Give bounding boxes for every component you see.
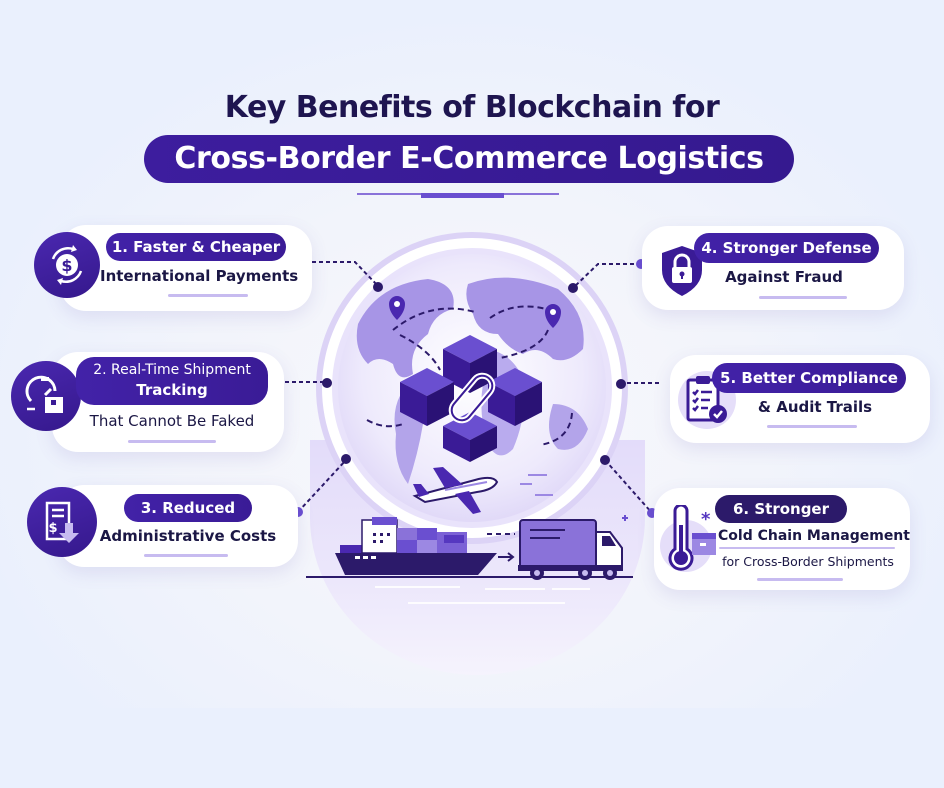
benefit-6-subtitle-2: for Cross-Border Shipments (722, 554, 894, 569)
title-line-1: Key Benefits of Blockchain for (0, 90, 944, 125)
title-banner: Cross-Border E-Commerce Logistics (144, 135, 794, 183)
benefit-1-badge: 1. Faster & Cheaper (106, 233, 286, 261)
benefit-2-subtitle: That Cannot Be Faked (89, 412, 255, 430)
svg-text:$: $ (61, 256, 72, 275)
stopwatch-box-icon (11, 361, 81, 431)
benefit-3-subtitle: Administrative Costs (99, 527, 277, 545)
shield-lock-icon (660, 244, 704, 298)
thermometer-icon: * (665, 503, 719, 571)
svg-text:$: $ (48, 521, 57, 536)
title-underline-accent (421, 193, 504, 198)
benefit-1-subtitle: International Payments (100, 267, 299, 285)
title-prefix: Key Benefits of (224, 90, 485, 125)
airplane-icon (412, 467, 499, 514)
invoice-down-arrow-icon: $ (27, 487, 97, 557)
benefit-4-underline (759, 296, 847, 299)
benefit-2-badge-line-1: 2. Real-Time Shipment (93, 362, 251, 378)
chain-link-icon (448, 372, 496, 424)
benefit-4-subtitle: Against Fraud (725, 268, 843, 286)
benefit-4-badge: 4. Stronger Defense (694, 233, 879, 263)
benefit-2-badge: 2. Real-Time Shipment Tracking (76, 357, 268, 405)
benefit-5-subtitle: & Audit Trails (757, 398, 873, 416)
location-pin-icon (545, 304, 561, 328)
blockchain-cubes-icon (400, 335, 542, 462)
delivery-truck-icon (518, 519, 623, 580)
title-bold-word: Blockchain (484, 90, 663, 125)
benefit-6-underline (757, 578, 843, 581)
benefit-6-badge: 6. Stronger (715, 495, 847, 523)
cargo-ship-icon (335, 517, 497, 575)
title-suffix: for (662, 90, 720, 125)
benefit-6-subtitle-underline (719, 547, 895, 549)
svg-text:*: * (701, 509, 711, 530)
benefit-3-badge: 3. Reduced (124, 494, 252, 522)
benefit-2-badge-line-2: Tracking (136, 381, 208, 399)
dollar-cycle-icon: $ (34, 232, 100, 298)
benefit-1-underline (168, 294, 248, 297)
benefit-5-underline (767, 425, 857, 428)
benefit-6-subtitle: Cold Chain Management (718, 528, 910, 544)
clipboard-check-icon (678, 371, 736, 429)
benefit-5-badge: 5. Better Compliance (712, 363, 906, 393)
benefit-3-underline (144, 554, 228, 557)
location-pin-icon (389, 296, 405, 320)
benefit-2-underline (128, 440, 216, 443)
